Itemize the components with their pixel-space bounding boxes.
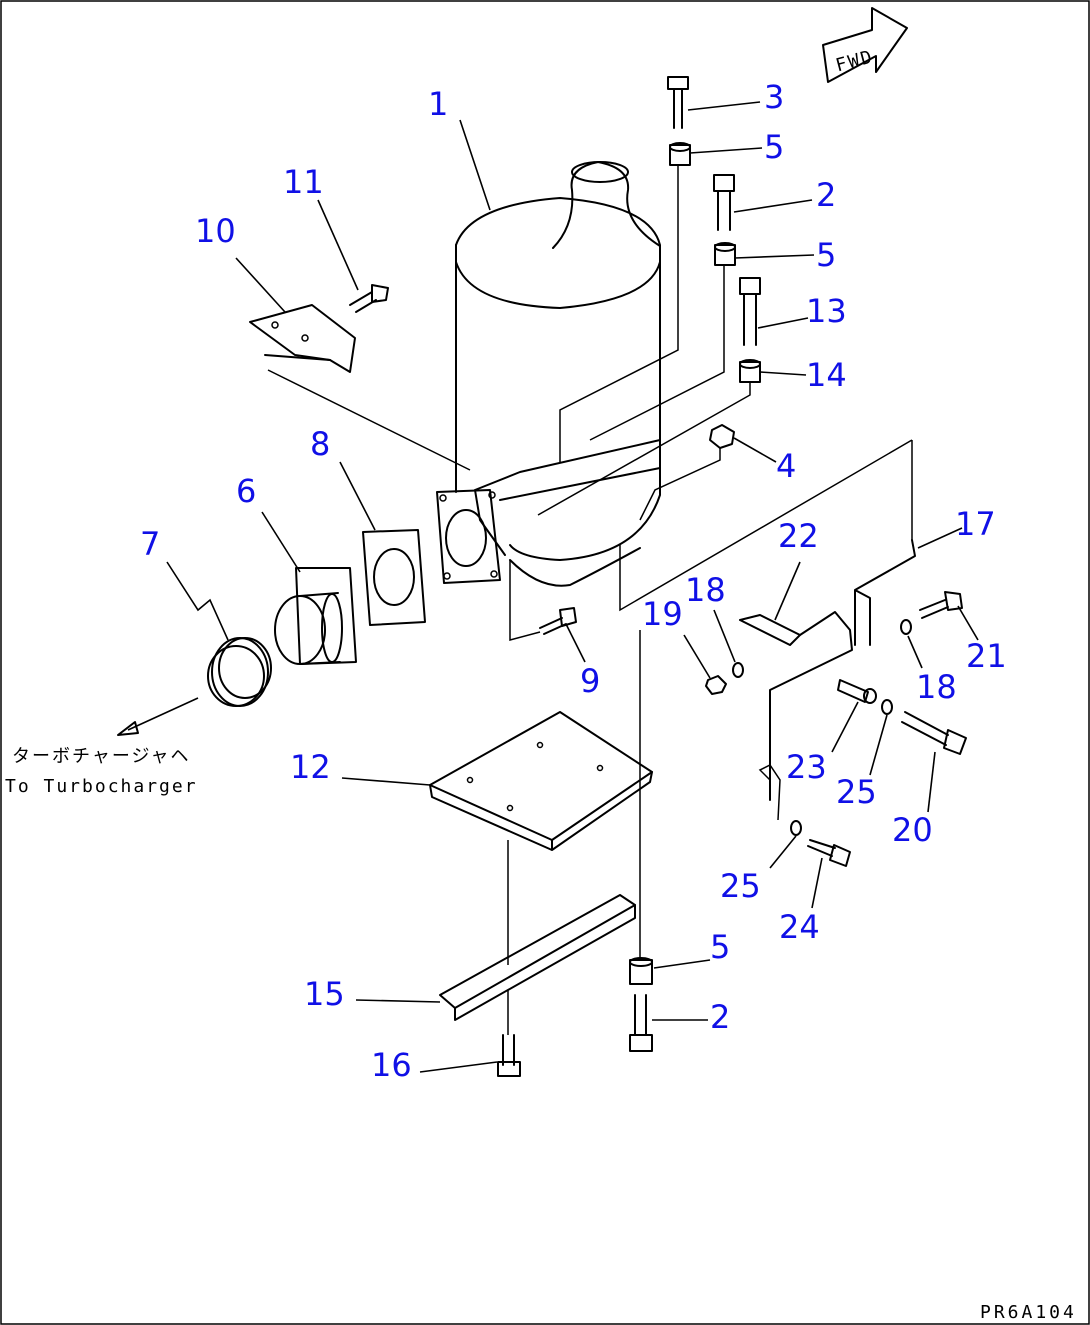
callout-15: 15: [304, 975, 345, 1013]
callouts: 1 3 5 2 5 13 14 4 11 10 8 6 7 9 17 22 18…: [140, 78, 1007, 1084]
callout-2: 2: [710, 998, 730, 1036]
callout-18: 18: [685, 571, 726, 609]
callout-18: 18: [916, 668, 957, 706]
air-cleaner-body: [455, 161, 661, 587]
callout-3: 3: [764, 78, 784, 116]
washer-25-upper: [881, 699, 893, 715]
callout-25: 25: [836, 773, 877, 811]
inlet-flange: [436, 489, 501, 584]
bolt-20: [901, 711, 967, 755]
callout-20: 20: [892, 811, 933, 849]
nut-4: [709, 424, 735, 449]
callout-12: 12: [290, 748, 331, 786]
callout-2: 2: [816, 176, 836, 214]
bolt-24: [807, 839, 851, 867]
adapter-flange: [274, 567, 357, 665]
bolt-3: [667, 76, 689, 129]
bolt-13: [739, 277, 761, 346]
bolt-16: [497, 1034, 521, 1077]
clamp: [207, 637, 272, 707]
bolt-21: [919, 591, 963, 619]
bolt-9: [539, 607, 577, 635]
gasket: [362, 529, 426, 626]
spacer-5-top: [669, 142, 691, 166]
callout-9: 9: [580, 662, 600, 700]
washer-18-left: [732, 662, 744, 678]
washer-18-right: [900, 619, 912, 635]
callout-6: 6: [236, 472, 256, 510]
fwd-arrow-icon: FWD: [822, 7, 908, 83]
figure-reference: PR6A104: [980, 1302, 1077, 1323]
collar-23: [837, 679, 877, 704]
fwd-label: FWD: [833, 46, 876, 76]
bracket-plate: [249, 304, 356, 373]
callout-21: 21: [966, 637, 1007, 675]
channel-15: [439, 894, 636, 1021]
callout-24: 24: [779, 908, 820, 946]
callout-17: 17: [955, 505, 996, 543]
support-plate-12: [429, 711, 653, 851]
callout-19: 19: [642, 595, 683, 633]
turbo-label-en: To Turbocharger: [5, 776, 198, 797]
spacer-5-mid: [714, 242, 736, 266]
arrow-to-turbocharger-icon: [117, 697, 199, 736]
washer-25-lower: [790, 820, 802, 836]
callout-8: 8: [310, 425, 330, 463]
callout-16: 16: [371, 1046, 412, 1084]
callout-14: 14: [806, 356, 847, 394]
bolt-2-bottom: [629, 994, 653, 1052]
bolt-11: [349, 284, 389, 313]
bracket-arm-17: [854, 539, 916, 646]
callout-1: 1: [428, 85, 448, 123]
callout-22: 22: [778, 517, 819, 555]
callout-11: 11: [283, 163, 324, 201]
callout-5: 5: [710, 928, 730, 966]
callout-10: 10: [195, 212, 236, 250]
bolt-2-top: [713, 174, 735, 231]
callout-13: 13: [806, 292, 847, 330]
plate-22: [739, 611, 853, 801]
spacer-5-bottom: [629, 957, 653, 985]
nut-19: [705, 675, 727, 695]
callout-5: 5: [764, 128, 784, 166]
leader-lines: [166, 101, 979, 1073]
callout-4: 4: [776, 447, 796, 485]
callout-5: 5: [816, 236, 836, 274]
callout-7: 7: [140, 525, 160, 563]
callout-25: 25: [720, 867, 761, 905]
callout-23: 23: [786, 748, 827, 786]
turbo-label-jp: ターボチャージャヘ: [12, 746, 191, 767]
spacer-14: [739, 359, 761, 383]
